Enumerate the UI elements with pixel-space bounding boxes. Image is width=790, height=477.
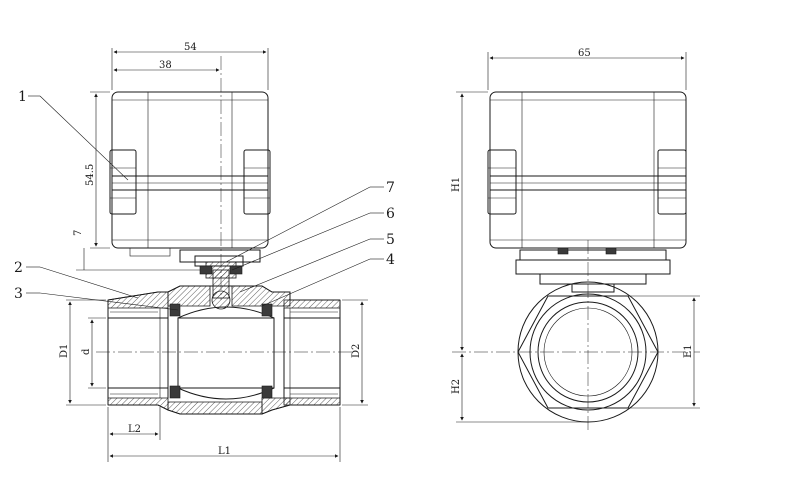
callout-5: 5: [239, 232, 395, 293]
callout-7: 7: [225, 180, 395, 263]
callout-1-label: 1: [18, 89, 27, 105]
dim-D2: D2: [342, 299, 368, 406]
callout-3-label: 3: [14, 286, 23, 302]
dim-H1: H1: [451, 91, 488, 351]
dim-E1: E1: [588, 295, 700, 409]
dim-7-label: 7: [73, 230, 84, 236]
actuator-housing-left: [109, 91, 271, 257]
dim-D1-label: D1: [59, 344, 70, 358]
dim-D1: D1: [59, 299, 106, 406]
dim-H2: H2: [451, 353, 588, 423]
right-view: 65 H1 H2 E1: [451, 48, 700, 430]
callout-7-label: 7: [386, 180, 395, 196]
dim-D2-label: D2: [351, 344, 362, 358]
dim-54-5: 54.5: [85, 91, 110, 249]
dim-L2: L2: [107, 407, 161, 462]
dim-38: 38: [113, 60, 220, 72]
callout-4-label: 4: [386, 252, 395, 268]
bracket-right: [515, 247, 671, 293]
dim-L1: L1: [109, 407, 341, 462]
callout-6-label: 6: [386, 206, 395, 222]
dim-d: d: [81, 317, 106, 389]
left-view: 54 38 54.5 7 D1: [14, 42, 395, 462]
dim-H2-label: H2: [451, 379, 462, 394]
dim-54-5-label: 54.5: [85, 164, 96, 186]
dim-54-label: 54: [184, 42, 197, 53]
dim-L1-label: L1: [218, 446, 231, 457]
dim-54: 54: [111, 42, 269, 90]
dim-38-label: 38: [159, 60, 172, 71]
callout-2-label: 2: [14, 260, 23, 276]
dim-65-label: 65: [578, 48, 591, 59]
callout-2: 2: [14, 260, 139, 299]
bracket-stem: [179, 249, 261, 310]
dim-d-label: d: [81, 348, 92, 355]
callout-3: 3: [14, 286, 179, 311]
dim-L2-label: L2: [128, 424, 141, 435]
dim-65: 65: [487, 48, 687, 90]
dim-H1-label: H1: [451, 177, 462, 192]
actuator-housing-right: [487, 91, 687, 249]
dim-E1-label: E1: [683, 344, 694, 358]
callout-1: 1: [18, 89, 129, 181]
callout-6: 6: [231, 206, 395, 271]
callout-4: 4: [261, 252, 395, 307]
callout-5-label: 5: [386, 232, 395, 248]
valve-body-left: [107, 285, 341, 415]
dim-7: 7: [73, 230, 200, 271]
